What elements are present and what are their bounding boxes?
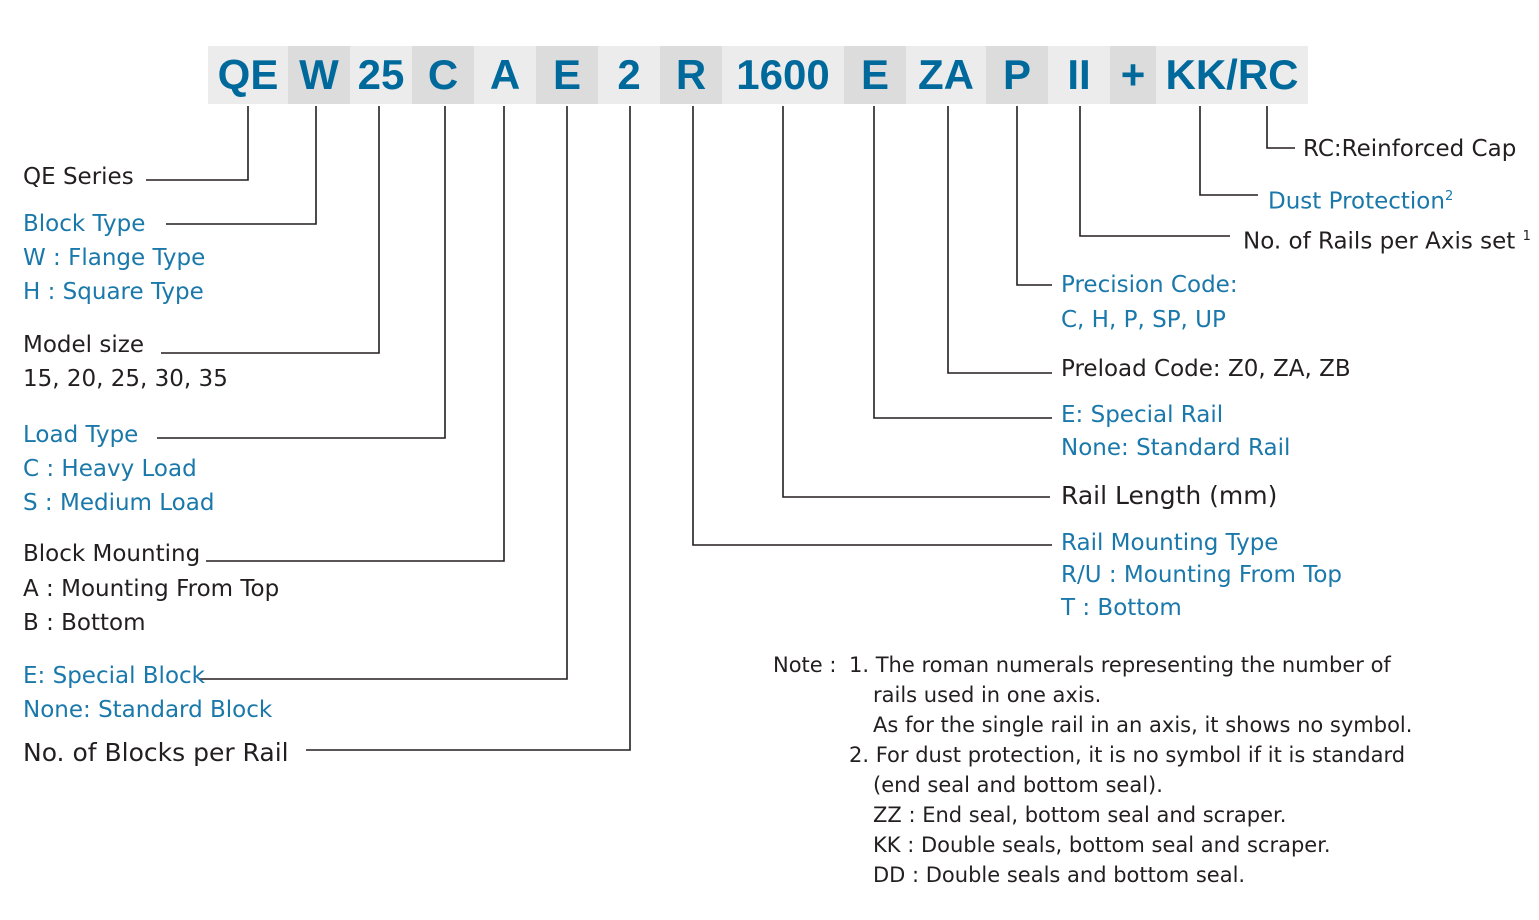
label-rails-per-axis: No. of Rails per Axis set 1 [1243,228,1531,255]
label-model-size: Model size [23,332,144,358]
label-dust: Dust Protection2 [1268,188,1454,215]
label-mount-bottom: B : Bottom [23,610,146,636]
label-series: QE Series [23,164,134,190]
label-block-type: Block Type [23,211,146,237]
code-block-type: W [288,46,350,104]
code-dust-protection: KK/RC [1156,46,1308,104]
note-kk: KK : Double seals, bottom seal and scrap… [873,833,1331,857]
code-precision: P [986,46,1048,104]
label-rail-mount-bottom: T : Bottom [1061,595,1182,621]
label-rail-length: Rail Length (mm) [1061,481,1278,510]
label-mount-top: A : Mounting From Top [23,576,280,602]
label-model-size-values: 15, 20, 25, 30, 35 [23,366,228,392]
label-blocks-per-rail: No. of Blocks per Rail [23,738,289,767]
note-label: Note : [773,653,837,677]
label-medium-load: S : Medium Load [23,490,215,516]
code-special-block: E [536,46,598,104]
code-series: QE [208,46,288,104]
label-square: H : Square Type [23,279,204,305]
label-block-mounting: Block Mounting [23,541,201,567]
code-rails-per-axis: II [1048,46,1110,104]
label-flange: W : Flange Type [23,245,206,271]
note-dd: DD : Double seals and bottom seal. [873,863,1246,887]
code-plus: + [1110,46,1156,104]
note-2b: (end seal and bottom seal). [873,773,1163,797]
label-rc: RC:Reinforced Cap [1303,136,1517,162]
label-special-rail: E: Special Rail [1061,402,1224,428]
code-load-type: C [412,46,474,104]
label-rail-mount-top: R/U : Mounting From Top [1061,562,1343,588]
label-load-type: Load Type [23,422,139,448]
label-heavy-load: C : Heavy Load [23,456,197,482]
note-1c: As for the single rail in an axis, it sh… [873,713,1413,737]
label-precision-values: C, H, P, SP, UP [1061,307,1226,333]
note-2: 2. For dust protection, it is no symbol … [849,743,1406,767]
note-1: 1. The roman numerals representing the n… [849,653,1391,677]
code-special-rail: E [844,46,906,104]
label-standard-rail: None: Standard Rail [1061,435,1291,461]
note-zz: ZZ : End seal, bottom seal and scraper. [873,803,1287,827]
label-special-block: E: Special Block [23,663,205,689]
code-preload: ZA [906,46,986,104]
code-block-mounting: A [474,46,536,104]
label-preload: Preload Code: Z0, ZA, ZB [1061,356,1351,382]
code-rail-length: 1600 [722,46,844,104]
label-precision: Precision Code: [1061,272,1238,298]
code-size: 25 [350,46,412,104]
code-blocks-per-rail: 2 [598,46,660,104]
label-rail-mounting: Rail Mounting Type [1061,530,1279,556]
label-standard-block: None: Standard Block [23,697,273,723]
code-rail-mounting: R [660,46,722,104]
note-1b: rails used in one axis. [873,683,1102,707]
